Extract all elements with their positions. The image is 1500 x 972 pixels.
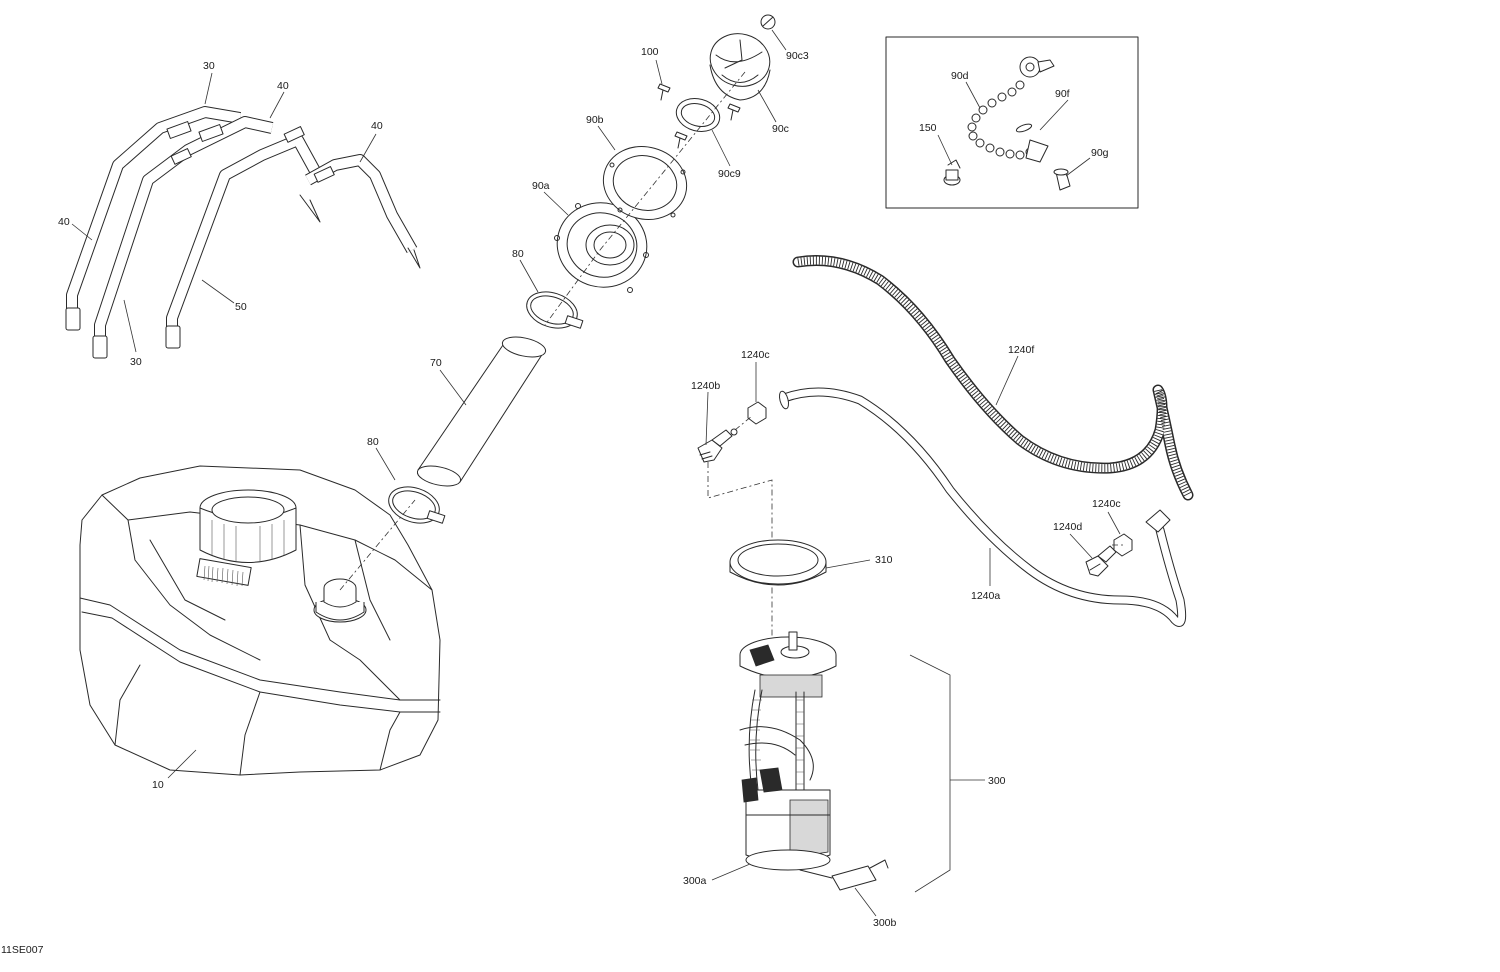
callout-30-bottom: 30 (130, 356, 142, 368)
hose-clamp-upper (526, 291, 584, 329)
pump-lock-ring (729, 539, 827, 586)
callout-1240b: 1240b (691, 380, 720, 392)
vent-hose-corrugated (792, 254, 1194, 501)
fuel-cap (709, 33, 771, 101)
callout-labels: 30 40 40 40 50 30 70 80 80 90a 90b 100 9… (1, 46, 1121, 956)
callout-150: 150 (919, 122, 937, 134)
callout-90c: 90c (772, 123, 789, 135)
cap-o-ring (675, 98, 721, 132)
callout-10: 10 (152, 779, 164, 791)
fuel-level-sensor (799, 859, 889, 891)
callout-90d: 90d (951, 70, 969, 82)
connector-line-top (734, 415, 753, 431)
callout-90c3: 90c3 (786, 50, 809, 62)
callout-40-right: 40 (371, 120, 383, 132)
fuel-line-hose (778, 387, 1187, 627)
callout-90g: 90g (1091, 147, 1109, 159)
nut-1240c-top (747, 401, 767, 425)
callout-30-top: 30 (203, 60, 215, 72)
callout-80-lower: 80 (367, 436, 379, 448)
detail-box (885, 36, 1139, 209)
screw-150 (943, 159, 961, 186)
tether-chain (967, 80, 1035, 160)
filler-neck-flange (554, 202, 649, 293)
callout-40-top: 40 (277, 80, 289, 92)
diagram-code: 11SE007 (1, 944, 44, 956)
connector-1240b (697, 428, 738, 463)
cap-plug (760, 14, 776, 30)
callout-310: 310 (875, 554, 893, 566)
callout-1240d: 1240d (1053, 521, 1082, 533)
plug-90g (1053, 168, 1071, 191)
connector-1240d (1085, 545, 1117, 577)
callout-90a: 90a (532, 180, 550, 192)
callout-90f: 90f (1055, 88, 1070, 100)
callout-300b: 300b (873, 917, 897, 929)
callout-90c9: 90c9 (718, 168, 741, 180)
fuel-tank (79, 465, 441, 776)
callout-70: 70 (430, 357, 442, 369)
hose-clamp-lower (388, 486, 446, 524)
callout-300: 300 (988, 775, 1006, 787)
callout-1240a: 1240a (971, 590, 1000, 602)
callout-40-left: 40 (58, 216, 70, 228)
callout-300a: 300a (683, 875, 707, 887)
fuel-tank-straps (65, 106, 421, 359)
callout-100: 100 (641, 46, 659, 58)
callout-50: 50 (235, 301, 247, 313)
tank-to-hose-line (339, 499, 416, 591)
filler-gasket (602, 146, 688, 220)
leader-lines (71, 29, 1121, 917)
filler-center-line (544, 71, 746, 326)
filler-hose (416, 336, 547, 487)
callout-1240c-top: 1240c (741, 349, 770, 361)
fuel-pump-module (739, 631, 837, 871)
callout-1240f: 1240f (1008, 344, 1034, 356)
callout-1240c-right: 1240c (1092, 498, 1121, 510)
screws-100 (657, 83, 741, 149)
callout-90b: 90b (586, 114, 604, 126)
callout-80-upper: 80 (512, 248, 524, 260)
